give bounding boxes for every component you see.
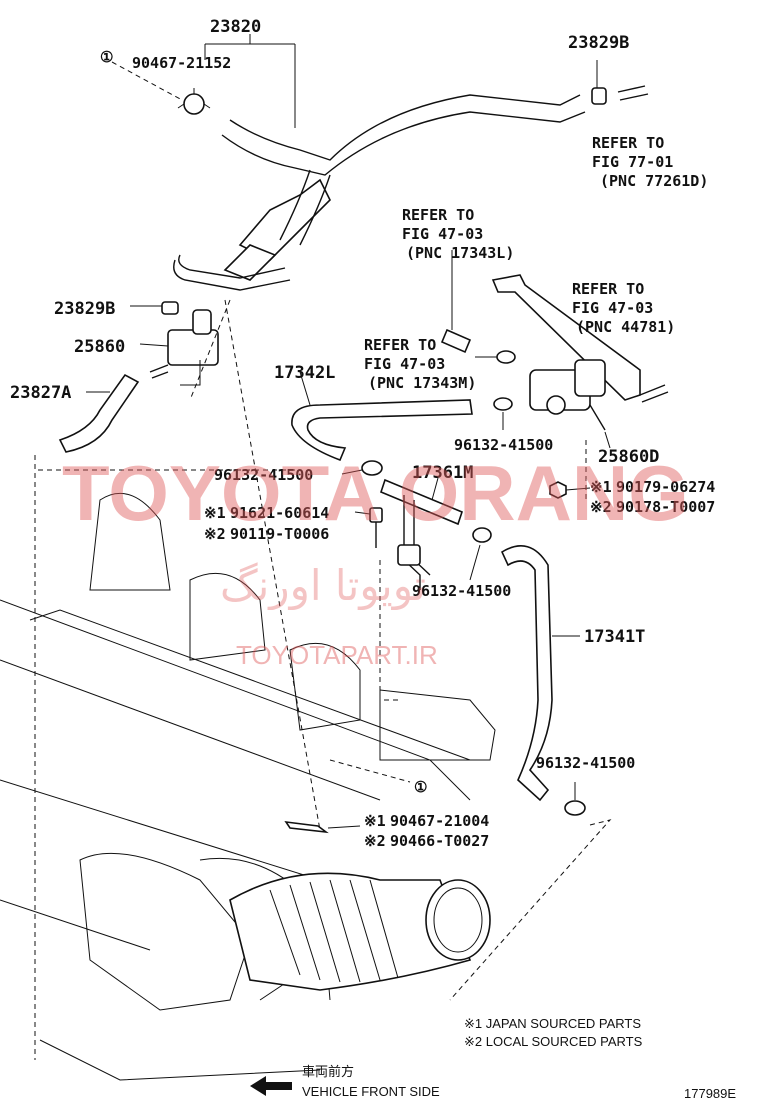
mark-2-clip: ※2 xyxy=(364,832,386,850)
mark-1-bolt: ※1 xyxy=(204,504,226,522)
ref-44781-line1: REFER TO xyxy=(572,280,644,298)
label-96132-c: 96132-41500 xyxy=(412,582,511,600)
label-90467-21004: 90467-21004 xyxy=(390,812,489,830)
label-17341T: 17341T xyxy=(584,627,645,647)
hose-17342L xyxy=(291,399,473,462)
mark-1-clip: ※1 xyxy=(364,812,386,830)
bolt-91621 xyxy=(369,507,383,548)
mark-2-bolt: ※2 xyxy=(204,525,226,543)
legend-local: ※2 LOCAL SOURCED PARTS xyxy=(464,1034,643,1049)
label-90467-21152: 90467-21152 xyxy=(132,54,231,72)
clip-90467-21152 xyxy=(177,88,211,115)
watermark-brand: TOYOTA ORANG xyxy=(62,449,689,537)
mark-2-nut: ※2 xyxy=(590,498,612,516)
ref-77-01-line3: (PNC 77261D) xyxy=(600,172,708,190)
label-17361M: 17361M xyxy=(412,463,473,483)
ref-77-01-line2: FIG 77-01 xyxy=(592,153,673,171)
mark-1-nut: ※1 xyxy=(590,478,612,496)
ref-17343M-line2: FIG 47-03 xyxy=(364,355,445,373)
ref-44781-line2: FIG 47-03 xyxy=(572,299,653,317)
valve-25860 xyxy=(149,301,219,386)
label-90466: 90466-T0027 xyxy=(390,832,489,850)
ref-17343L-line1: REFER TO xyxy=(402,206,474,224)
hose-23820 xyxy=(173,94,586,291)
marker-circle-1-top: ① xyxy=(100,48,113,66)
front-arrow-icon xyxy=(250,1076,292,1096)
ref-44781-line3: (PNC 44781) xyxy=(576,318,675,336)
clip-23829B-top xyxy=(591,85,649,105)
label-25860: 25860 xyxy=(74,337,125,357)
label-96132-d: 96132-41500 xyxy=(536,754,635,772)
engine-block xyxy=(0,492,496,1081)
ref-17343M-line1: REFER TO xyxy=(364,336,436,354)
assembly-lines xyxy=(34,299,612,1060)
clamp-96132-c xyxy=(361,460,383,476)
clamp-96132-d xyxy=(472,527,492,543)
legend-japan: ※1 JAPAN SOURCED PARTS xyxy=(464,1016,641,1031)
clamp-96132-a xyxy=(496,350,516,364)
label-23820: 23820 xyxy=(210,17,261,37)
ref-77-01-line1: REFER TO xyxy=(592,134,664,152)
pipe-17343L xyxy=(440,250,472,354)
label-90119: 90119-T0006 xyxy=(230,525,329,543)
label-90178: 90178-T0007 xyxy=(616,498,715,516)
label-96132-b: 96132-41500 xyxy=(214,466,313,484)
front-label-jp: 車両前方 xyxy=(302,1064,354,1079)
clip-90467-21004 xyxy=(284,820,329,834)
label-23827A: 23827A xyxy=(10,383,71,403)
label-91621: 91621-60614 xyxy=(230,504,329,522)
ref-17343L-line2: FIG 47-03 xyxy=(402,225,483,243)
figure-id: 177989E xyxy=(684,1086,736,1101)
label-17342L: 17342L xyxy=(274,363,335,383)
clamp-96132-e xyxy=(564,800,586,816)
label-23829B-left: 23829B xyxy=(54,299,115,319)
label-25860D: 25860D xyxy=(598,447,659,467)
watermark-site: TOYOTAPART.IR xyxy=(236,640,438,670)
hose-23827A xyxy=(58,373,140,453)
watermark-persian: تویوتا اورنگ xyxy=(220,561,426,610)
ref-17343L-line3: (PNC 17343L) xyxy=(406,244,514,262)
nut-90179 xyxy=(549,481,567,499)
intake-duct xyxy=(229,872,491,991)
ref-17343M-line3: (PNC 17343M) xyxy=(368,374,476,392)
pipe-17361M xyxy=(380,478,463,590)
clamp-96132-b xyxy=(493,397,513,411)
front-label-en: VEHICLE FRONT SIDE xyxy=(302,1084,440,1099)
hose-17341T xyxy=(500,545,553,802)
bracket-25860D xyxy=(491,274,669,431)
label-96132-a: 96132-41500 xyxy=(454,436,553,454)
label-23829B-top: 23829B xyxy=(568,33,629,53)
leader-lines xyxy=(86,34,611,829)
marker-circle-1-bottom: ① xyxy=(414,778,427,796)
label-90179: 90179-06274 xyxy=(616,478,715,496)
